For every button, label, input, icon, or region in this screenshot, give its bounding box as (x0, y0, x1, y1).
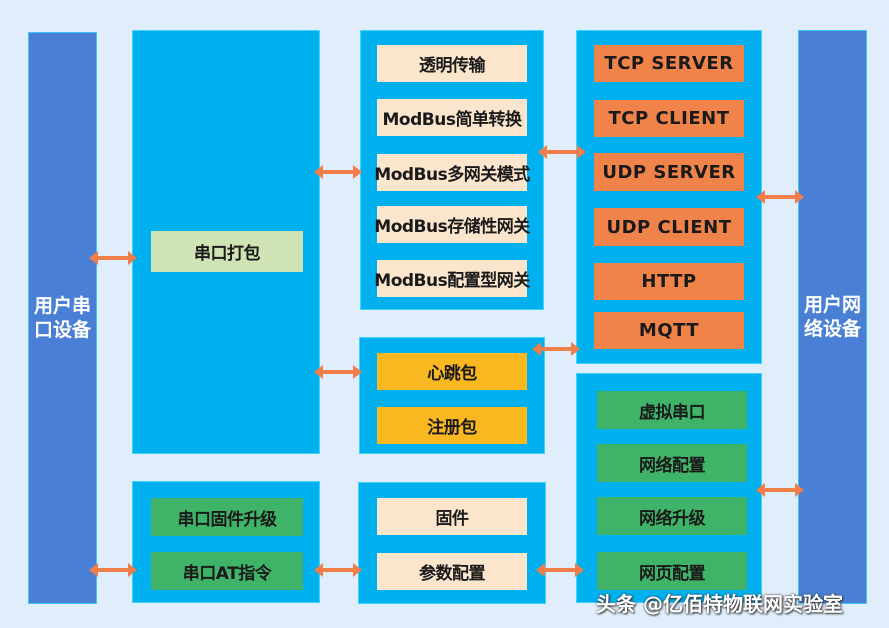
network-item: 网络升级 (597, 497, 747, 535)
protocol-item: MQTT (594, 312, 744, 349)
packet-panel: 心跳包 注册包 (359, 337, 545, 454)
protocol-item: UDP CLIENT (594, 208, 744, 246)
user-network-device: 用户网络设备 (798, 30, 867, 604)
firmware-panel: 固件 参数配置 (358, 482, 546, 604)
double-arrow-icon (756, 190, 804, 204)
double-arrow-icon (89, 563, 137, 577)
network-item: 虚拟串口 (597, 391, 747, 429)
register-packet-box: 注册包 (377, 407, 527, 444)
transfer-mode-panel: 透明传输 ModBus简单转换 ModBus多网关模式 ModBus存储性网关 … (360, 30, 544, 310)
serial-firmware-upgrade-box: 串口固件升级 (151, 498, 303, 536)
user-serial-device-label-2: 口设备 (33, 319, 91, 341)
serial-packing-panel: 串口打包 (132, 30, 320, 454)
parameter-config-box: 参数配置 (377, 553, 527, 590)
protocol-item: HTTP (594, 263, 744, 300)
double-arrow-icon (314, 563, 362, 577)
user-serial-device-label-1: 用户串 (33, 295, 91, 317)
watermark: 头条 @亿佰特物联网实验室 (596, 592, 843, 616)
protocol-panel: TCP SERVER TCP CLIENT UDP SERVER UDP CLI… (576, 30, 762, 364)
transfer-mode-item: ModBus简单转换 (377, 99, 527, 136)
user-network-device-label-1: 用户网 (803, 294, 861, 316)
user-serial-device: 用户串口设备 (28, 32, 97, 604)
double-arrow-icon (532, 342, 580, 356)
double-arrow-icon (536, 563, 584, 577)
transfer-mode-item: 透明传输 (377, 45, 527, 82)
protocol-item: UDP SERVER (594, 153, 744, 191)
serial-packing-box: 串口打包 (151, 231, 303, 272)
double-arrow-icon (314, 165, 362, 179)
transfer-mode-item: ModBus配置型网关 (374, 260, 530, 297)
transfer-mode-item: ModBus多网关模式 (374, 154, 530, 191)
transfer-mode-item: ModBus存储性网关 (374, 206, 530, 243)
double-arrow-icon (89, 251, 137, 265)
protocol-item: TCP CLIENT (594, 100, 744, 137)
double-arrow-icon (538, 145, 586, 159)
firmware-box: 固件 (377, 498, 527, 535)
serial-at-command-box: 串口AT指令 (151, 552, 303, 590)
serial-tools-panel: 串口固件升级 串口AT指令 (132, 481, 320, 603)
user-network-device-label-2: 络设备 (803, 318, 861, 340)
network-item: 网络配置 (597, 444, 747, 482)
protocol-item: TCP SERVER (594, 45, 744, 82)
double-arrow-icon (756, 483, 804, 497)
network-item: 网页配置 (597, 552, 747, 590)
network-panel: 虚拟串口 网络配置 网络升级 网页配置 (576, 373, 762, 603)
double-arrow-icon (314, 365, 362, 379)
heartbeat-packet-box: 心跳包 (377, 353, 527, 390)
